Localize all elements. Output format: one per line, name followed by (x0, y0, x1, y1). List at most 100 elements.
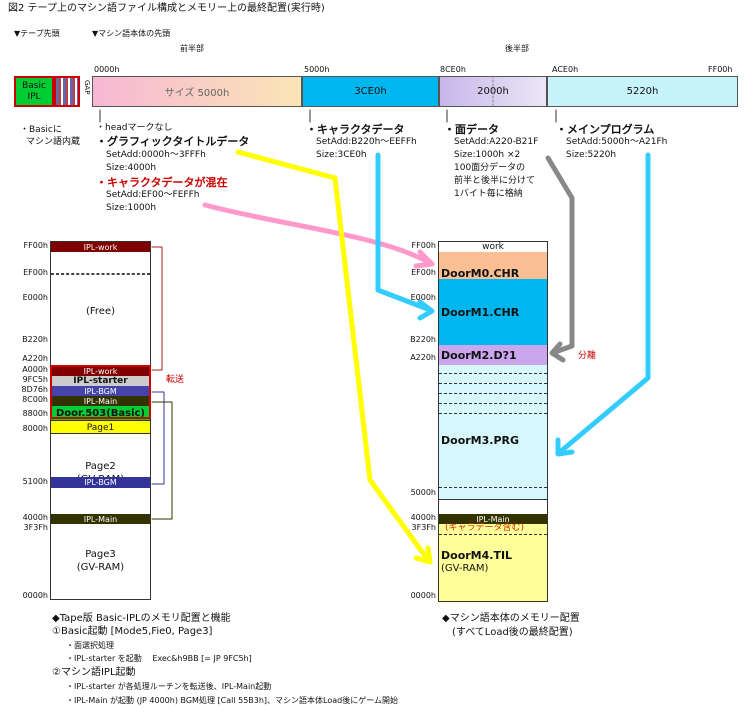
left-ipl-bgm: IPL-BGM (51, 386, 150, 396)
left-ipl-bgm2-label: IPL-BGM (84, 478, 117, 487)
left-ipl-bgm2: IPL-BGM (51, 477, 150, 488)
left-free: (Free) (51, 294, 150, 328)
bottom-right-sub: (すべてLoad後の最終配置) (452, 627, 573, 638)
left-addr-3f3f: 3F3Fh (23, 523, 48, 532)
left-addr-8000: 8000h (22, 424, 48, 433)
left-addr-5100: 5100h (22, 477, 48, 486)
note-col3-3: 100面分データの (454, 163, 526, 173)
right-addr-a220: A220h (410, 353, 436, 362)
left-ipl-main2: IPL-Main (51, 514, 150, 524)
bottom-left-item1: ①Basic起動 [Mode5,Fie0, Page3] (52, 626, 213, 637)
cyan-arrow-m3 (557, 152, 651, 455)
bottom-left-item2: ②マシン語IPL起動 (52, 667, 136, 678)
right-addr-b220: B220h (410, 335, 436, 344)
left-ipl-work: IPL-work (51, 242, 150, 252)
note-basic-2: マシン語内蔵 (26, 137, 81, 147)
tape-seg-title: サイズ 5000h (92, 76, 302, 107)
right-memory-map: work DoorM0.CHR DoorM1.CHR DoorM2.D?1 Do… (438, 241, 548, 602)
bottom-left-item2-sub2: ・IPL-Main が起動 (JP 4000h) BGM処理 [Call 55B… (66, 696, 399, 705)
right-m3-label: DoorM3.PRG (441, 434, 520, 447)
transfer-label: 転送 (166, 375, 185, 385)
left-addr-b220: B220h (22, 335, 48, 344)
note-col3-1: SetAdd:A220-B21F (454, 137, 539, 147)
note-col3-2: Size:1000h ×2 (454, 150, 521, 160)
bottom-left-item2-sub1: ・IPL-starter が各処理ルーチンを転送後、IPL-Main起動 (66, 682, 272, 691)
right-chara-included: (キャラデータ含む) (445, 523, 525, 533)
left-ipl-work-label: IPL-work (83, 242, 118, 252)
left-addr-8c00: 8C00h (22, 395, 48, 404)
left-door503: Door.503(Basic) (51, 406, 150, 420)
left-addr-9fc5: 9FC5h (22, 375, 48, 384)
left-ef00-line (51, 273, 150, 275)
right-m0-label: DoorM0.CHR (441, 267, 520, 280)
left-addr-e000: E000h (22, 293, 48, 302)
left-ipl-bgm-label: IPL-BGM (84, 386, 117, 396)
left-addr-ef00: EF00h (23, 268, 48, 277)
right-m4-label-2: (GV-RAM) (441, 563, 489, 574)
first-half-label: 前半部 (180, 44, 204, 53)
cyan-arrow-m1 (375, 152, 433, 313)
note-col1-4: ・キャラクタデータが混在 (96, 176, 228, 189)
note-col2-2: Size:3CE0h (316, 150, 367, 160)
right-5000-line (439, 499, 547, 500)
pink-arrow (202, 202, 431, 265)
note-col2-1: SetAdd:B220h～EEFFh (316, 137, 417, 147)
note-col1-0: ・headマークなし (96, 123, 173, 133)
tape-addr-4: FF00h (708, 65, 733, 74)
note-col4-0: ・メインプログラム (556, 123, 655, 136)
cyan-arrowhead-m3 (555, 437, 575, 457)
note-col1-1: ・グラフィックタイトルデータ (96, 135, 250, 148)
right-addr-3f3f: 3F3Fh (411, 523, 436, 532)
tape-seg-chara: 3CE0h (302, 76, 439, 107)
left-page2-label-1: Page2 (85, 461, 116, 472)
marker-mc-start: ▼マシン語本体の先頭 (92, 29, 171, 38)
tape-addr-0: 0000h (94, 65, 120, 74)
left-8000-line (51, 433, 150, 434)
right-addr-5000: 5000h (410, 488, 436, 497)
left-addr-8800: 8800h (22, 409, 48, 418)
note-col4-1: SetAdd:5000h～A21Fh (566, 137, 668, 147)
tape-seg-main-label: 5220h (626, 86, 659, 97)
left-ipl-work2: IPL-work (51, 366, 150, 376)
left-page3: Page3 (GV-RAM) (51, 548, 150, 574)
tape-seg-main: 5220h (547, 76, 738, 107)
right-m3-dash-6 (439, 487, 547, 488)
left-free-label: (Free) (85, 305, 116, 317)
right-ipl-main: IPL-Main (439, 514, 547, 524)
note-basic-1: ・Basicに (20, 125, 62, 135)
transfer-blue-arrow (151, 391, 165, 485)
tape-addr-3: ACE0h (552, 65, 579, 74)
right-m3-dash-4 (439, 403, 547, 404)
left-ipl-main: IPL-Main (51, 396, 150, 406)
transfer-olive-arrow (151, 401, 173, 520)
basic-ipl-block: Basic IPL (14, 76, 54, 107)
left-addr-a220: A220h (22, 354, 48, 363)
pink-arrowhead (413, 249, 435, 269)
basic-ipl-label: Basic IPL (22, 80, 46, 102)
right-addr-ff00: FF00h (411, 241, 436, 250)
right-addr-e000: E000h (410, 293, 436, 302)
figure-title: 図2 テープ上のマシン語ファイル構成とメモリー上の最終配置(実行時) (8, 3, 325, 14)
bottom-right-heading: ◆マシン語本体のメモリー配置 (442, 613, 580, 624)
note-col1-2: SetAdd:0000h～3FFFh (106, 150, 206, 160)
left-addr-a000: A000h (22, 365, 48, 374)
left-addr-ff00: FF00h (23, 241, 48, 250)
bottom-left-item1-sub1: ・面選択処理 (66, 641, 114, 650)
right-m3-dash-3 (439, 393, 547, 394)
right-m1: DoorM1.CHR (439, 279, 547, 346)
left-ipl-main-label: IPL-Main (83, 396, 118, 406)
tape-seg-title-label: サイズ 5000h (164, 88, 230, 99)
left-addr-0000: 0000h (22, 591, 48, 600)
bottom-left-item1-sub2: ・IPL-starter を起動 Exec&h9BB [= JP 9FC5h] (66, 654, 252, 663)
tape-seg-chara-label: 3CE0h (354, 86, 387, 97)
tape-stripe-block (54, 76, 80, 107)
second-half-label: 後半部 (505, 44, 529, 53)
note-col2-0: ・キャラクタデータ (306, 123, 405, 136)
right-m3-dash-5 (439, 413, 547, 414)
note-col1-6: Size:1000h (106, 203, 157, 213)
yellow-arrowhead (413, 545, 433, 565)
right-m3-dash-2 (439, 383, 547, 384)
right-m1-label: DoorM1.CHR (441, 306, 520, 319)
gray-arrowhead (549, 341, 566, 363)
